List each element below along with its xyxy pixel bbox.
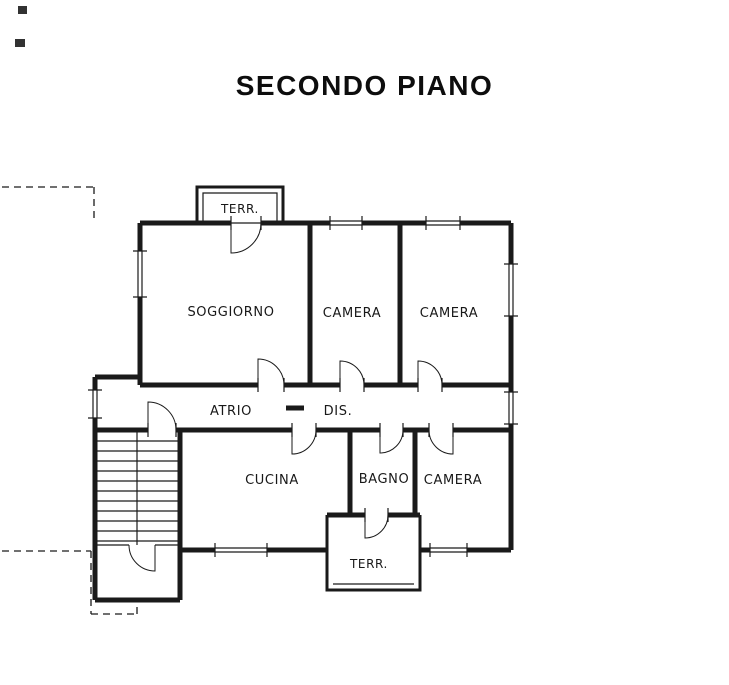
room-label-terrace-bottom: TERR. xyxy=(349,557,388,571)
room-label-camera-1: CAMERA xyxy=(323,306,381,321)
room-label-camera-2: CAMERA xyxy=(420,306,478,321)
terrace-inner-lines xyxy=(202,192,414,585)
scan-artifact xyxy=(15,6,27,47)
room-label-soggiorno: SOGGIORNO xyxy=(187,305,274,320)
room-label-disimpegno: DIS. xyxy=(324,404,353,419)
boundary-dashed-lines xyxy=(2,186,138,615)
room-label-atrio: ATRIO xyxy=(210,404,252,419)
room-label-camera-3: CAMERA xyxy=(424,473,482,488)
page-title: SECONDO PIANO xyxy=(235,70,494,101)
room-labels: TERR. SOGGIORNO CAMERA CAMERA ATRIO DIS.… xyxy=(187,202,482,571)
walls xyxy=(92,220,514,603)
staircase xyxy=(97,431,178,546)
room-label-cucina: CUCINA xyxy=(245,473,299,488)
room-label-bagno: BAGNO xyxy=(359,472,410,487)
room-label-terrace-top: TERR. xyxy=(220,202,259,216)
door-swings xyxy=(128,222,454,572)
